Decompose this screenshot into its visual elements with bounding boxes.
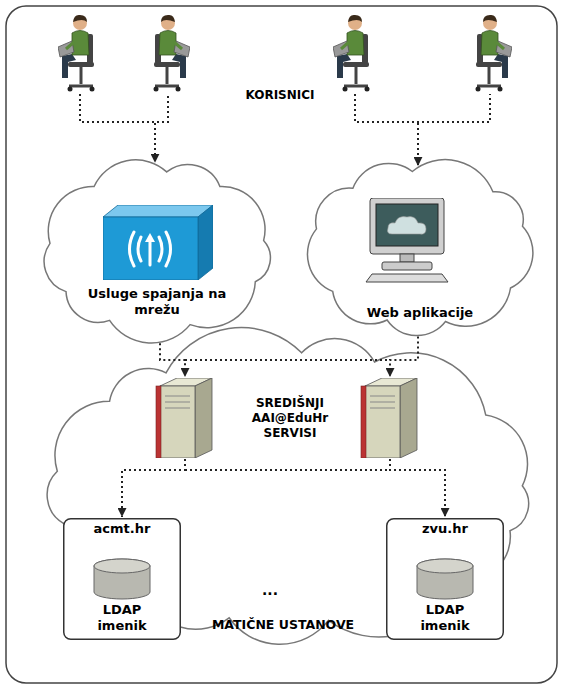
dotted-connector (390, 337, 418, 377)
institution-box: acmt.hrLDAP imenik (63, 518, 181, 640)
dotted-connector (417, 123, 419, 166)
network-cloud: Usluge spajanja na mrežu (28, 150, 286, 350)
box-outline (387, 519, 504, 640)
computer-icon (366, 198, 448, 282)
node-shape (50, 12, 510, 122)
bus-line (185, 359, 390, 361)
node-label: zvu.hr (422, 521, 468, 537)
box-outline (64, 519, 181, 640)
node-shape (28, 150, 286, 350)
dotted-connector (122, 459, 185, 517)
user-stub (355, 94, 490, 122)
institution-box: zvu.hrLDAP imenik (386, 518, 504, 640)
central-services: SREDIŠNJI AAI@EduHr SERVISI (150, 378, 430, 458)
node-label: KORISNICI (245, 88, 314, 103)
server-icon (361, 378, 417, 458)
node-label: LDAP imenik (97, 602, 146, 635)
node-label: LDAP imenik (420, 602, 469, 635)
label-anchor: ... (262, 582, 278, 600)
user-icons (58, 15, 512, 92)
cloud-outline (44, 160, 270, 343)
node-label: Web aplikacije (367, 305, 473, 321)
cloud-outline (307, 160, 532, 336)
user-icon (476, 15, 513, 92)
user-stub (80, 94, 168, 122)
user-icon (333, 15, 370, 92)
ldap-cylinder (94, 559, 150, 599)
node-label: acmt.hr (94, 521, 151, 537)
user-group: KORISNICI (50, 12, 510, 122)
ldap-cylinder (417, 559, 473, 599)
ellipsis-label: ... (262, 582, 278, 600)
node-label: Usluge spajanja na mrežu (76, 286, 238, 319)
central-cloud (47, 328, 528, 645)
user-icon (154, 15, 191, 92)
server-icon (156, 378, 212, 458)
label-anchor: MATIČNE USTANOVE (212, 617, 354, 633)
bus-line (185, 469, 390, 471)
web-cloud: Web aplikacije (292, 150, 548, 345)
user-icon (58, 15, 95, 92)
dotted-connector (154, 123, 156, 163)
dotted-connector (390, 459, 445, 517)
outer-frame (6, 6, 557, 683)
wifi-device-icon (103, 205, 213, 280)
group-label: MATIČNE USTANOVE (212, 617, 354, 633)
dotted-connector (160, 343, 185, 377)
node-label: SREDIŠNJI AAI@EduHr SERVISI (252, 396, 328, 441)
